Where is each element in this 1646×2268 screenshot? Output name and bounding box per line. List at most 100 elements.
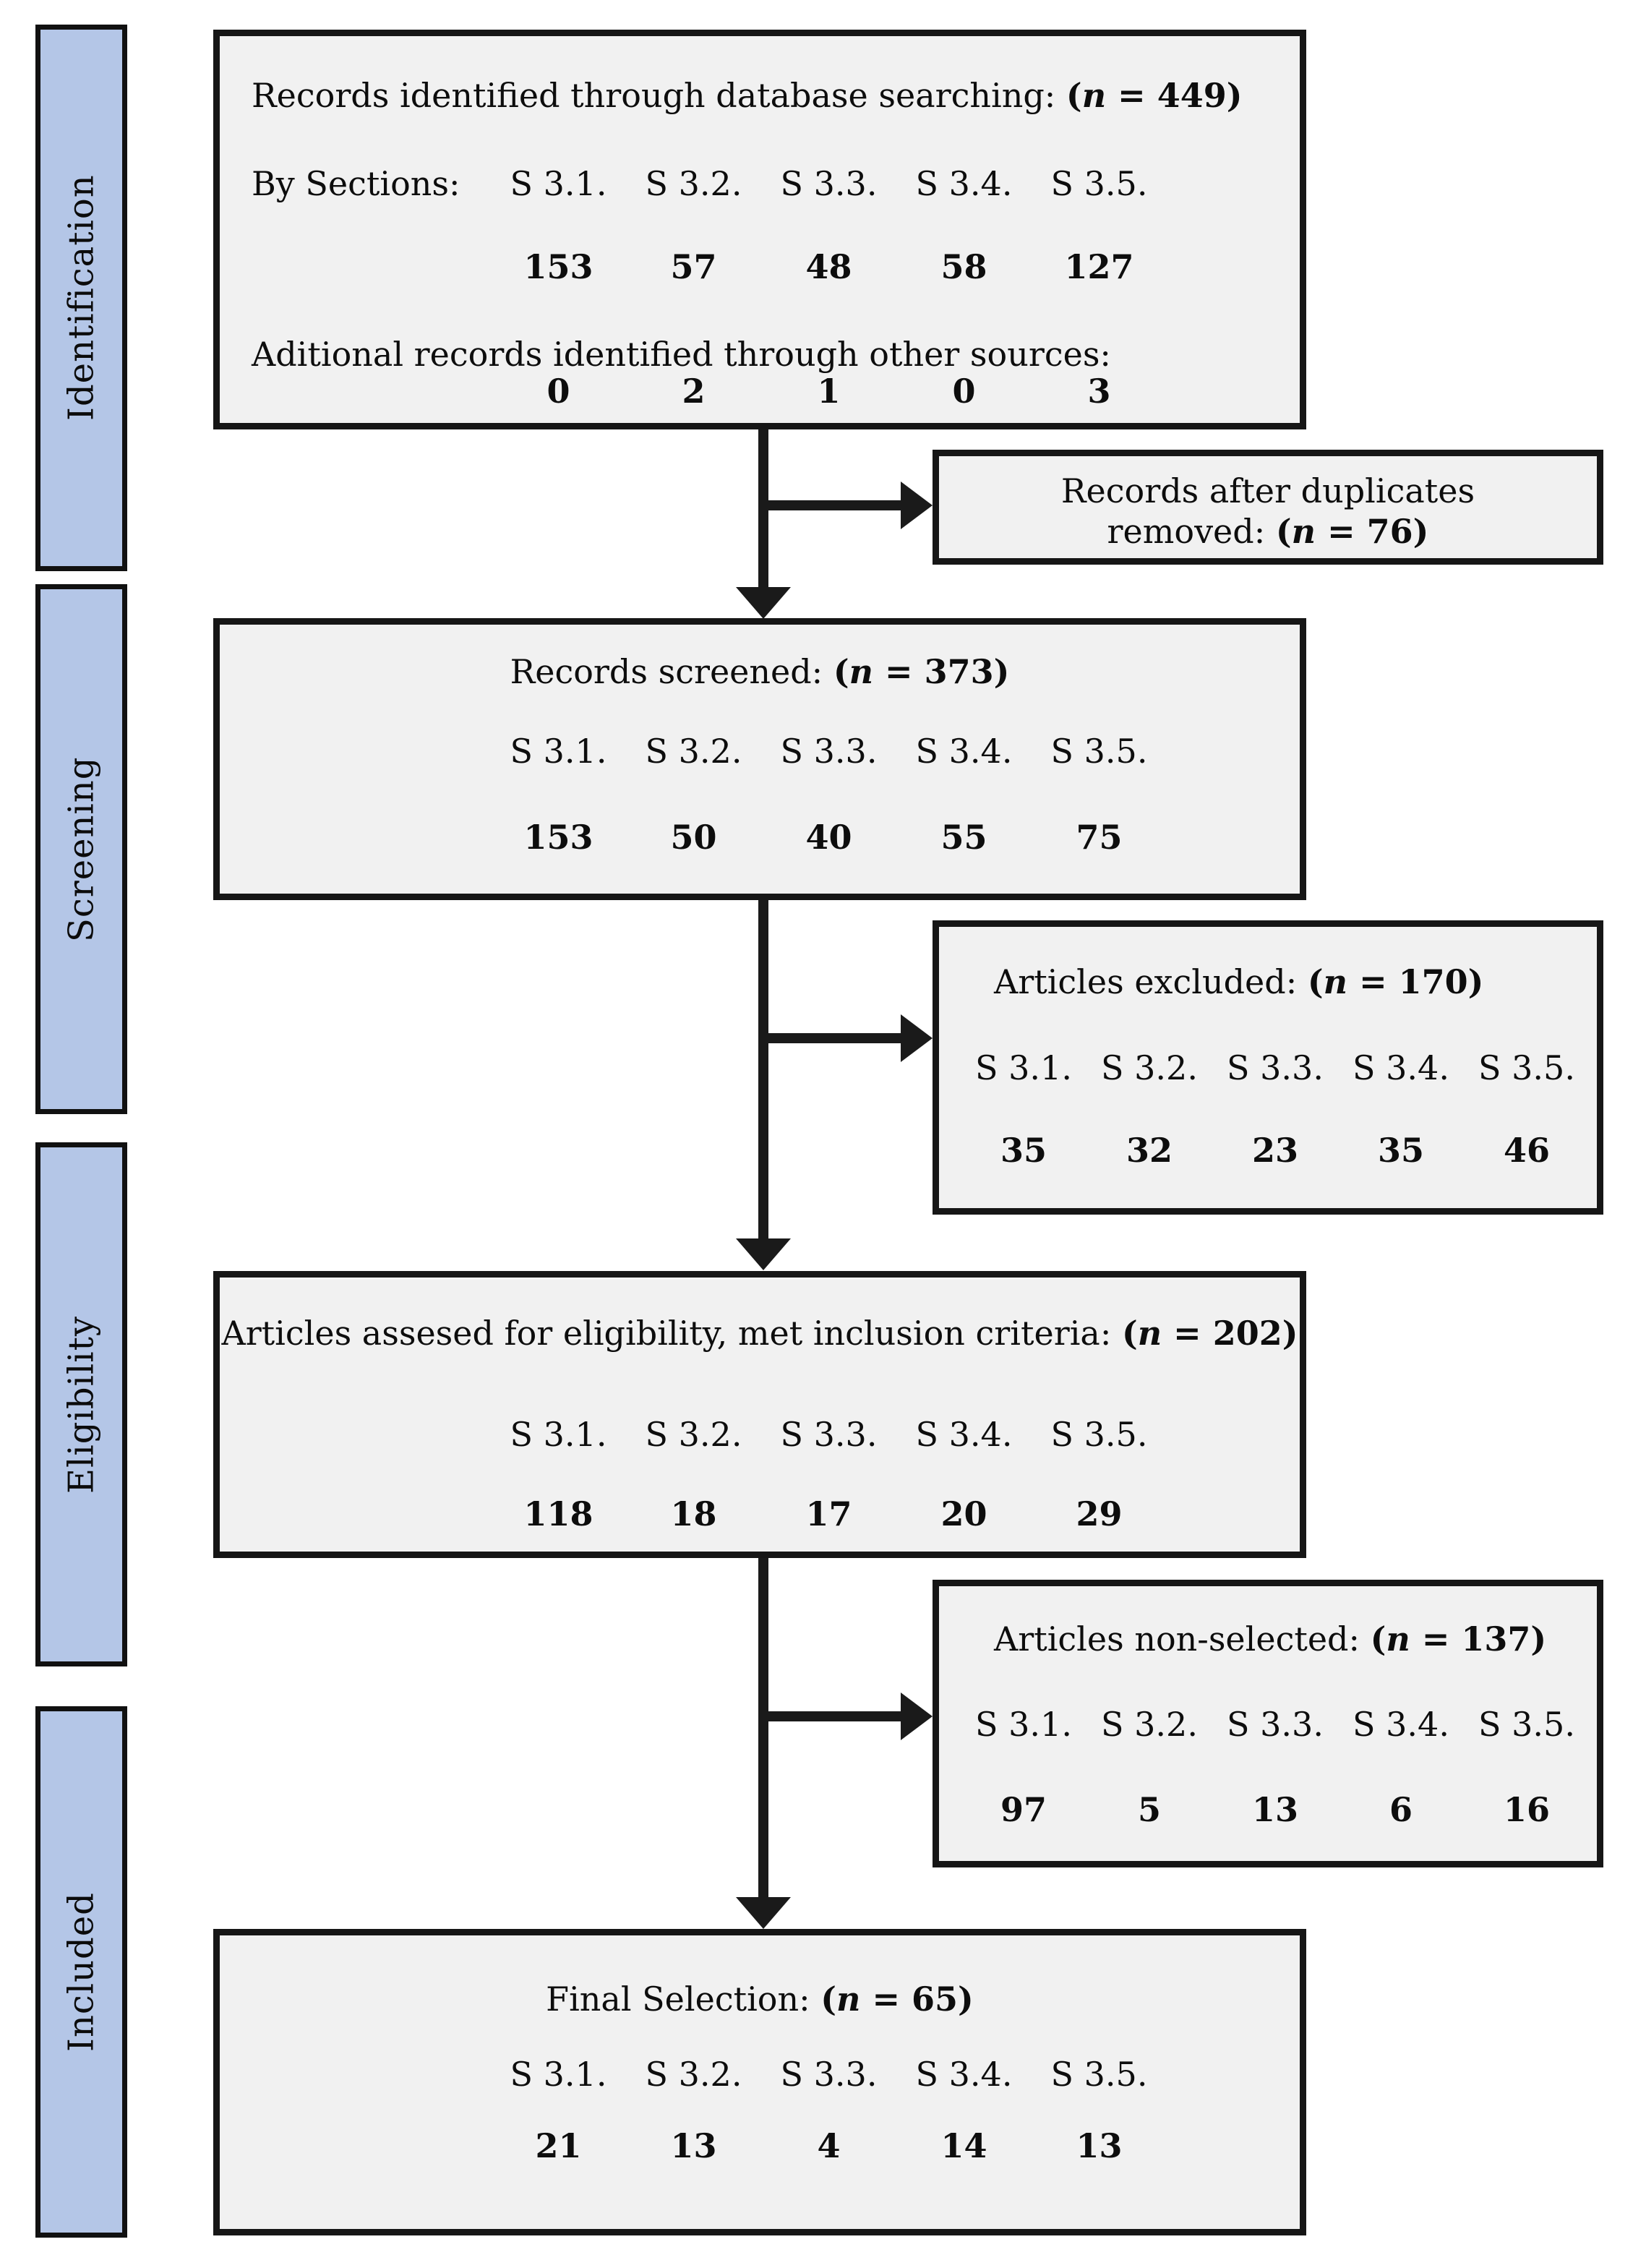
section-header: S 3.4. [915,2055,1013,2094]
section-header: S 3.3. [780,732,878,771]
box-articles-nonselected: Articles non-selected: (n = 137) S 3.1.S… [933,1580,1603,1867]
section-header: S 3.5. [1478,1048,1575,1087]
section-header: S 3.4. [915,1415,1013,1454]
sidebar-stage-screening: Screening [35,584,127,1114]
flow-arrow-assessed-to-final-line [758,1558,768,1897]
value: 46 [1503,1131,1550,1170]
duplicates-removed-line2: removed: (n = 76) [939,511,1597,552]
stage-label-eligibility: Eligibility [61,1315,102,1494]
section-headers: S 3.1.S 3.2.S 3.3.S 3.4.S 3.5. [491,2054,1167,2094]
section-header: S 3.3. [780,164,878,203]
section-header: S 3.3. [780,2055,878,2094]
arrowhead-right-to-excluded-icon [901,1014,933,1062]
duplicates-removed-line2-text: removed: [1107,512,1276,551]
articles-assessed-n: (n = 202) [1121,1314,1298,1353]
value: 0 [546,372,570,411]
duplicates-removed-n: (n = 76) [1275,512,1429,551]
section-header: S 3.2. [1101,1048,1198,1087]
section-headers: S 3.1.S 3.2.S 3.3.S 3.4.S 3.5. [961,1704,1590,1745]
value: 57 [670,247,717,286]
arrowhead-down-to-screened-icon [736,587,791,619]
articles-nonselected-title: Articles non-selected: (n = 137) [939,1619,1597,1659]
stage-label-identification: Identification [61,174,102,421]
value: 16 [1503,1790,1550,1829]
arrowhead-right-to-duplicates-icon [901,482,933,529]
articles-excluded-title: Articles excluded: (n = 170) [939,962,1597,1002]
section-header: S 3.5. [1478,1705,1575,1744]
additional-records-label: Aditional records identified through oth… [252,335,1111,374]
section-header: S 3.1. [510,2055,607,2094]
records-identified-n: (n = 449) [1066,76,1243,115]
sidebar-stage-included: Included [35,1706,127,2238]
box-duplicates-removed: Records after duplicates removed: (n = 7… [933,450,1603,565]
value: 127 [1064,247,1134,286]
records-screened-n: (n = 373) [833,652,1010,691]
value: 153 [523,247,593,286]
value: 3 [1087,372,1111,411]
section-headers: S 3.1.S 3.2.S 3.3.S 3.4.S 3.5. [491,163,1167,204]
value: 20 [940,1494,987,1533]
section-header: S 3.2. [645,1415,742,1454]
articles-excluded-n: (n = 170) [1307,962,1484,1001]
section-header: S 3.3. [780,1415,878,1454]
section-header: S 3.5. [1050,732,1148,771]
value: 17 [805,1494,852,1533]
records-identified-title: Records identified through database sear… [220,75,1300,116]
value: 153 [523,818,593,857]
final-selection-title-text: Final Selection: [546,1980,821,2019]
box-final-selection: Final Selection: (n = 65) S 3.1.S 3.2.S … [213,1929,1306,2235]
section-header: S 3.5. [1050,164,1148,203]
value: 21 [535,2126,582,2165]
articles-assessed-title: Articles assesed for eligibility, met in… [220,1313,1300,1353]
box-articles-assessed: Articles assesed for eligibility, met in… [213,1271,1306,1558]
value: 13 [1076,2126,1123,2165]
value: 29 [1076,1494,1123,1533]
records-screened-title: Records screened: (n = 373) [220,651,1300,692]
value: 118 [523,1494,593,1533]
section-header: S 3.1. [510,164,607,203]
section-header: S 3.2. [1101,1705,1198,1744]
section-header: S 3.5. [1050,1415,1148,1454]
sidebar-stage-identification: Identification [35,25,127,571]
by-sections-label: By Sections: [252,164,460,203]
value: 97 [1000,1790,1047,1829]
flow-arrow-branch-nonselected-line [758,1711,905,1721]
final-selection-n: (n = 65) [820,1980,974,2019]
articles-assessed-values: 118 18 17 20 29 [491,1494,1167,1534]
articles-nonselected-title-text: Articles non-selected: [994,1619,1371,1659]
value: 55 [940,818,987,857]
box-articles-excluded: Articles excluded: (n = 170) S 3.1. S 3.2… [933,920,1603,1215]
section-header: S 3.4. [1353,1048,1449,1087]
value: 58 [940,247,987,286]
articles-assessed-title-text: Articles assesed for eligibility, met in… [221,1314,1122,1353]
section-headers: S 3.1.S 3.2.S 3.3.S 3.4.S 3.5. [491,1414,1167,1455]
section-header: S 3.3. [1227,1048,1324,1087]
section-header: S 3.1. [510,732,607,771]
flow-arrow-branch-duplicates-line [758,500,905,510]
flow-arrow-branch-excluded-line [758,1033,905,1043]
duplicates-removed-line1: Records after duplicates [1060,471,1475,510]
value: 35 [1000,1131,1047,1170]
value: 35 [1377,1131,1424,1170]
section-headers: S 3.1. S 3.2. S 3.3. S 3.4. S 3.5. [961,1048,1590,1088]
section-header: S 3.1. [975,1048,1072,1087]
value: 18 [670,1494,717,1533]
section-header: S 3.3. [1227,1705,1324,1744]
value: 75 [1076,818,1123,857]
value: 23 [1251,1131,1298,1170]
section-header: S 3.2. [645,732,742,771]
value: 2 [682,372,706,411]
value: 13 [1251,1790,1298,1829]
final-selection-title: Final Selection: (n = 65) [220,1979,1300,2019]
section-header: S 3.4. [915,732,1013,771]
arrowhead-down-to-assessed-icon [736,1238,791,1270]
value: 4 [817,2126,841,2165]
articles-nonselected-n: (n = 137) [1370,1619,1547,1659]
section-header: S 3.4. [915,164,1013,203]
articles-excluded-title-text: Articles excluded: [994,962,1308,1001]
